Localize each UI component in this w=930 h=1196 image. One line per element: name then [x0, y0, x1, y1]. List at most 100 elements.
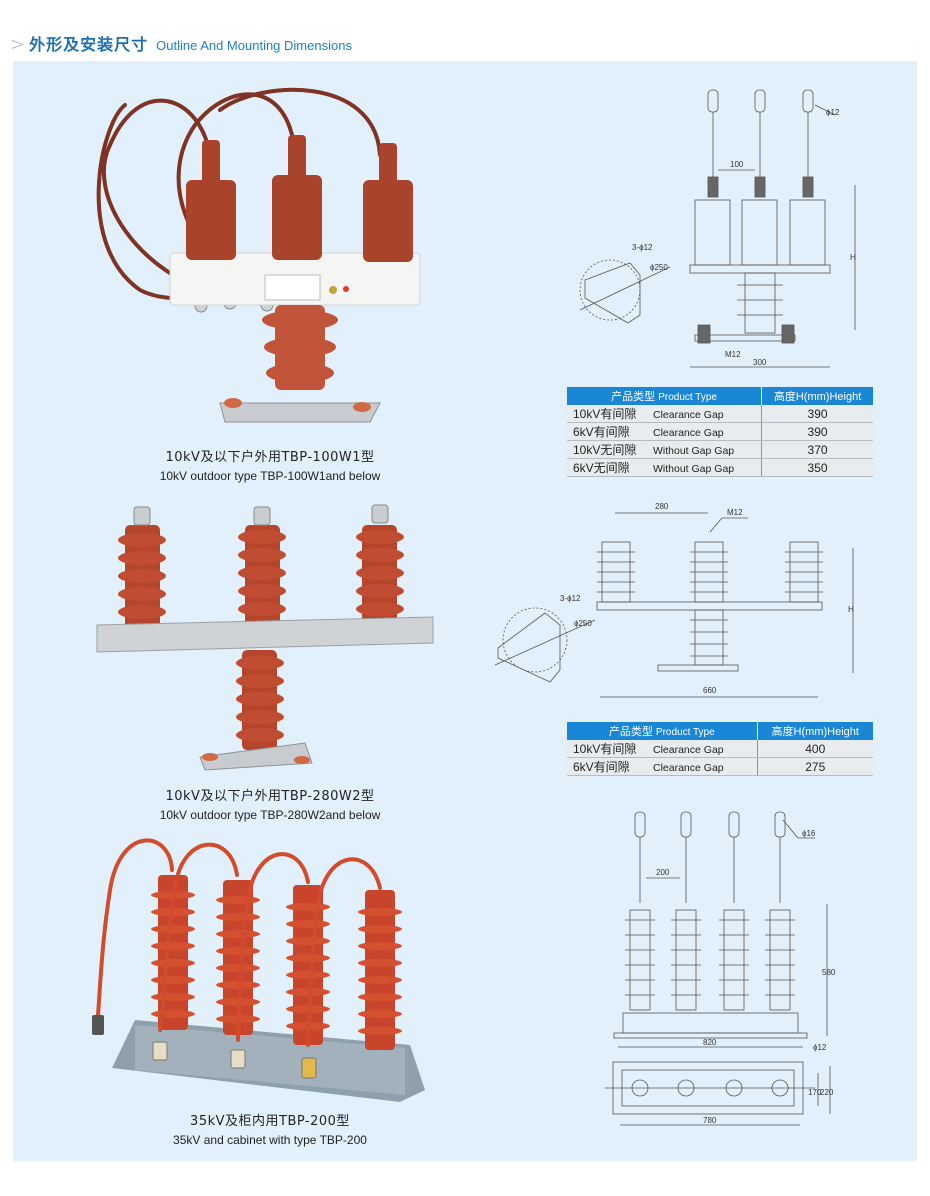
type-cn: 6kV无间隙 — [573, 461, 630, 475]
table-row: 6kV有间隙 Clearance Gap 390 — [567, 422, 873, 441]
base-bolts — [224, 398, 371, 412]
table-row: 6kV无间隙 Without Gap Gap 350 — [567, 458, 873, 477]
insulator-columns — [625, 909, 795, 1011]
dim-220: 220 — [820, 1088, 834, 1097]
section-title-en: Outline And Mounting Dimensions — [156, 38, 352, 53]
header-product-type: 产品类型 Product Type — [567, 722, 758, 740]
dim-3-phi12: 3-ϕ12 — [632, 243, 653, 252]
spec-table-tbp-280w2: 产品类型 Product Type 高度H(mm)Height 10kV有间隙 C… — [567, 722, 873, 776]
mounting-plate-view — [579, 259, 671, 324]
drawing-tbp-200: 200 ϕ16 580 820 ϕ12 170 220 780 — [605, 811, 836, 1126]
dim-phi250: ϕ250 — [574, 619, 592, 628]
mounting-plate-view — [494, 607, 596, 683]
header-height: 高度H(mm)Height — [757, 722, 873, 740]
base-front — [135, 1025, 405, 1095]
height-value: 400 — [757, 740, 873, 758]
drawing-tbp-280w2: 280 M12 3-ϕ12 ϕ250 H 660 — [494, 502, 854, 698]
dim-phi12: ϕ12 — [813, 1043, 827, 1052]
crossbar — [96, 616, 434, 653]
type-cn: 10kV有间隙 — [573, 407, 637, 421]
chevron-right-icon: > — [10, 34, 26, 55]
height-value: 390 — [761, 405, 873, 423]
cylinders — [689, 199, 831, 274]
height-value: 390 — [761, 422, 873, 441]
caption-cn: 35kV及柜内用TBP-200型 — [190, 1114, 350, 1129]
product-photo-tbp-200 — [92, 838, 425, 1102]
type-en: Without Gap Gap — [653, 445, 735, 457]
caption-en: 35kV and cabinet with type TBP-200 — [173, 1133, 367, 1147]
product-caption-2: 10kV及以下户外用TBP-280W2型 10kV outdoor type T… — [100, 785, 440, 822]
base-plate — [199, 742, 313, 771]
plan-view — [605, 1061, 815, 1115]
lower-insulator — [236, 650, 284, 750]
type-en: Clearance Gap — [653, 409, 724, 421]
table-header-row: 产品类型 Product Type 高度H(mm)Height — [567, 722, 873, 740]
caption-en: 10kV outdoor type TBP-100W1and below — [159, 469, 381, 483]
dim-h: H — [848, 605, 854, 614]
upper-insulators — [597, 541, 823, 603]
lower-insulator — [657, 609, 739, 672]
base-bolts — [202, 753, 310, 764]
dim-h: H — [850, 253, 856, 262]
type-cn: 10kV有间隙 — [573, 742, 637, 756]
drawing-tbp-100w1: 100 ϕ12 3-ϕ12 ϕ250 H M12 300 — [579, 89, 856, 368]
dim-phi16: ϕ16 — [802, 829, 816, 838]
caption-en: 10kV outdoor type TBP-280W2and below — [159, 808, 381, 822]
upper-insulators — [118, 504, 404, 630]
base-box — [622, 1012, 799, 1034]
terminals — [707, 89, 814, 198]
dim-200: 200 — [656, 868, 670, 877]
header-product-type: 产品类型 Product Type — [567, 387, 763, 405]
arrester-cylinders — [186, 135, 413, 262]
dim-300: 300 — [753, 358, 767, 367]
table-row: 10kV无间隙 Without Gap Gap 370 — [567, 440, 873, 459]
base-plate — [219, 402, 381, 423]
cables — [96, 838, 382, 1047]
table-header-row: 产品类型 Product Type 高度H(mm)Height — [567, 387, 873, 405]
dim-820: 820 — [703, 1038, 717, 1047]
type-cn: 6kV有间隙 — [573, 425, 630, 439]
type-en: Clearance Gap — [653, 762, 724, 774]
section-title: > 外形及安装尺寸 Outline And Mounting Dimension… — [10, 31, 352, 55]
dim-580: 580 — [822, 968, 836, 977]
lower-insulator — [262, 305, 338, 390]
dim-100: 100 — [730, 160, 744, 169]
type-en: Clearance Gap — [653, 427, 724, 439]
dim-170: 170 — [808, 1088, 822, 1097]
dim-phi250: ϕ250 — [650, 263, 668, 272]
table-row: 10kV有间隙 Clearance Gap 400 — [567, 740, 873, 758]
product-caption-1: 10kV及以下户外用TBP-100W1型 10kV outdoor type T… — [100, 446, 440, 483]
caption-cn: 10kV及以下户外用TBP-100W1型 — [165, 450, 375, 465]
caption-cn: 10kV及以下户外用TBP-280W2型 — [165, 789, 375, 804]
type-en: Without Gap Gap — [653, 463, 735, 475]
dim-m12: M12 — [727, 508, 743, 517]
type-cn: 10kV无间隙 — [573, 443, 637, 457]
height-value: 275 — [757, 757, 873, 776]
type-cn: 6kV有间隙 — [573, 760, 630, 774]
product-caption-3: 35kV及柜内用TBP-200型 35kV and cabinet with t… — [100, 1110, 440, 1147]
lower-insulator — [694, 272, 796, 344]
height-value: 350 — [761, 458, 873, 477]
nameplate — [264, 274, 321, 301]
indicator-light — [343, 286, 349, 292]
dim-3-phi12: 3-ϕ12 — [560, 594, 581, 603]
height-value: 370 — [761, 440, 873, 459]
dim-780: 780 — [703, 1116, 717, 1125]
terminals — [634, 811, 786, 903]
dim-phi12: ϕ12 — [826, 108, 840, 117]
spec-table-tbp-100w1: 产品类型 Product Type 高度H(mm)Height 10kV有间隙 C… — [567, 387, 873, 477]
arrester-columns — [151, 875, 402, 1050]
header-height: 高度H(mm)Height — [761, 387, 873, 405]
cable-lugs — [92, 1015, 317, 1079]
table-row: 6kV有间隙 Clearance Gap 275 — [567, 757, 873, 776]
section-title-cn: 外形及安装尺寸 — [29, 35, 149, 54]
table-row: 10kV有间隙 Clearance Gap 390 — [567, 405, 873, 423]
crossbar — [596, 601, 823, 611]
dim-m12: M12 — [725, 350, 741, 359]
base-plate — [613, 1032, 808, 1039]
type-en: Clearance Gap — [653, 744, 724, 756]
dim-280: 280 — [655, 502, 669, 511]
dim-660: 660 — [703, 686, 717, 695]
product-photo-tbp-280w2 — [96, 504, 434, 771]
terminal — [329, 286, 337, 294]
